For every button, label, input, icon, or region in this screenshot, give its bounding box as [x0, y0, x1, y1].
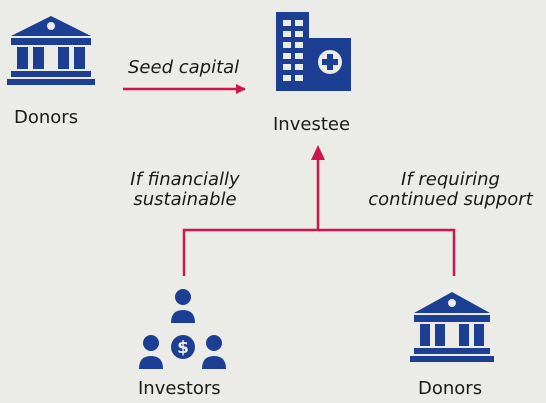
right-branch-line-1: If requiring — [401, 169, 500, 190]
investee-arrowhead — [311, 145, 325, 160]
hospital-building-icon — [276, 12, 351, 91]
right-branch-label: If requiring continued support — [358, 170, 543, 210]
investors-icon: $ — [139, 289, 226, 369]
left-branch-line-1: If financially — [130, 169, 240, 190]
investors-label: Investors — [138, 378, 221, 399]
investee-label: Investee — [273, 114, 351, 135]
seed-capital-label: Seed capital — [128, 57, 240, 78]
bank-icon — [410, 292, 494, 362]
left-branch-line-2: sustainable — [133, 189, 237, 210]
svg-text:$: $ — [177, 338, 189, 358]
branch-connector — [182, 158, 456, 276]
bank-icon — [7, 16, 95, 85]
left-branch-label: If financially sustainable — [115, 170, 255, 210]
right-branch-line-2: continued support — [368, 189, 533, 210]
donors-top-label: Donors — [14, 107, 79, 128]
donors-bottom-label: Donors — [418, 378, 483, 399]
